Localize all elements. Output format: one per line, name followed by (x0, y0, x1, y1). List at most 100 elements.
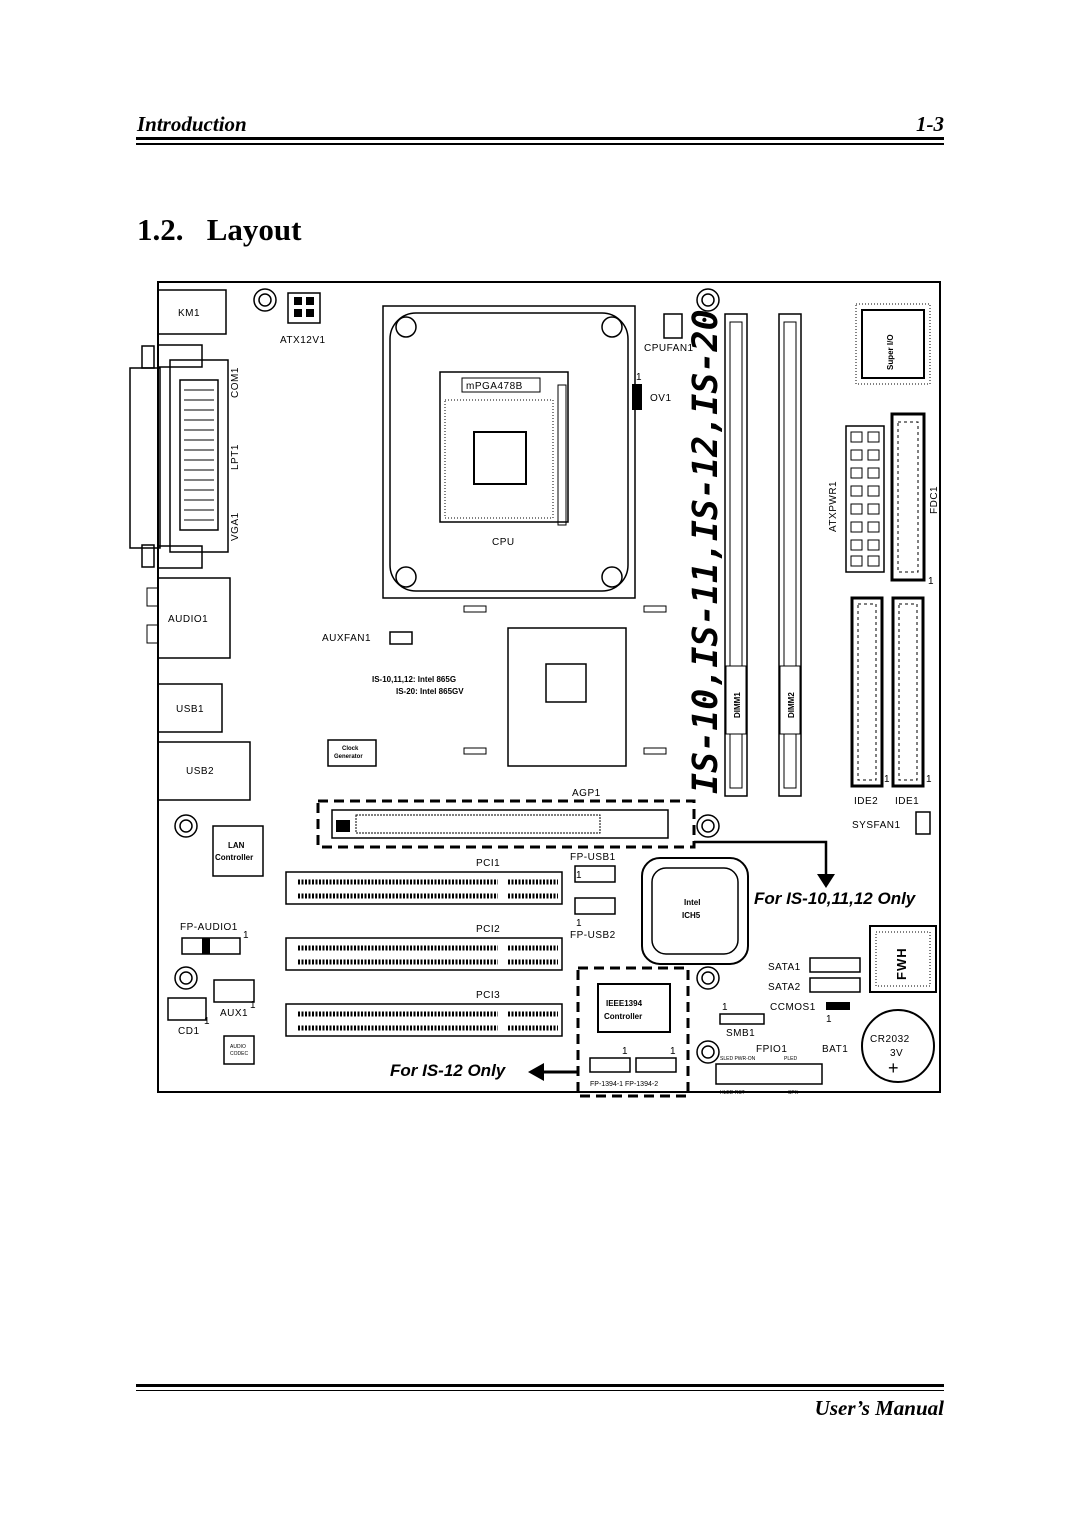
auxfan1-label: AUXFAN1 (322, 633, 371, 644)
aux1-label: AUX1 (220, 1008, 248, 1019)
cpu-retention-frame (382, 305, 636, 599)
svg-text:1: 1 (243, 930, 249, 941)
svg-text:1: 1 (204, 1016, 210, 1027)
svg-text:1: 1 (622, 1046, 628, 1057)
cpufan1-label: CPUFAN1 (644, 343, 694, 354)
cpufan1-header (663, 313, 683, 339)
audio1-label: AUDIO1 (168, 614, 208, 625)
pci3-label: PCI3 (476, 990, 500, 1001)
svg-text:1: 1 (928, 576, 934, 587)
agp-highlight (316, 799, 696, 849)
aux1-connector (213, 979, 255, 1003)
cd1-label: CD1 (178, 1026, 200, 1037)
fwh-chip (869, 925, 937, 993)
ov1-jumper (632, 384, 642, 410)
svg-text:Generator: Generator (334, 754, 363, 760)
ide1-label: IDE1 (895, 796, 919, 807)
atx12v1-connector (287, 292, 321, 324)
svg-text:HLED RST: HLED RST (720, 1090, 745, 1096)
nb-label-1: IS-10,11,12: Intel 865G (372, 675, 456, 684)
fpusb2-label: FP-USB2 (570, 930, 616, 941)
lan-label: LAN (228, 841, 245, 850)
footer-rule (136, 1384, 944, 1387)
svg-text:CR2032: CR2032 (870, 1034, 910, 1045)
pci-slots (285, 871, 563, 1037)
sata1-label: SATA1 (768, 962, 801, 973)
audio1-connector (157, 577, 231, 659)
svg-text:1: 1 (722, 1002, 728, 1013)
svg-text:3V: 3V (890, 1048, 903, 1059)
fpaudio1-label: FP-AUDIO1 (180, 922, 238, 933)
dimm1-label: DIMM1 (733, 692, 742, 718)
sata2-label: SATA2 (768, 982, 801, 993)
svg-text:1: 1 (826, 1014, 832, 1025)
pci2-label: PCI2 (476, 924, 500, 935)
sysfan1-label: SYSFAN1 (852, 820, 901, 831)
km1-connector (157, 289, 227, 335)
rear-io-ports (129, 344, 229, 569)
dimm2-slot (778, 313, 802, 797)
svg-text:1: 1 (636, 372, 642, 383)
agp1-label: AGP1 (572, 788, 601, 799)
smb1-header (719, 1013, 765, 1025)
header-rule (136, 137, 944, 140)
model-banner: IS-10,IS-11,IS-12,IS-20 (686, 309, 726, 794)
super-io-chip (861, 309, 925, 379)
ide1-connector (891, 596, 925, 788)
ieee1394-highlight (576, 966, 690, 1098)
km1-label: KM1 (178, 308, 200, 319)
svg-text:AUDIO: AUDIO (230, 1044, 246, 1050)
usb2-connector (157, 741, 251, 801)
super-io-label: Super I/O (886, 334, 895, 370)
cpu-socket (439, 371, 569, 523)
footer-rule-thin (136, 1390, 944, 1391)
svg-text:1: 1 (576, 918, 582, 929)
sata2-connector (809, 977, 861, 993)
lpt1-label: LPT1 (230, 444, 241, 470)
fpio1-label: FPIO1 (756, 1044, 787, 1055)
svg-text:Controller: Controller (604, 1012, 642, 1021)
svg-text:FWH: FWH (894, 947, 909, 980)
for-is10-label: For IS-10,11,12 Only (754, 889, 917, 908)
svg-text:1: 1 (670, 1046, 676, 1057)
svg-text:CODEC: CODEC (230, 1051, 248, 1057)
north-bridge-chip (507, 627, 627, 767)
usb2-label: USB2 (186, 766, 214, 777)
fdc1-label: FDC1 (929, 486, 940, 514)
atx12v1-label: ATX12V1 (280, 335, 326, 346)
svg-text:1: 1 (926, 774, 932, 785)
svg-text:+: + (888, 1058, 899, 1078)
header-section: Introduction (137, 112, 247, 136)
fpusb1-label: FP-USB1 (570, 852, 616, 863)
agp1-slot (331, 809, 669, 839)
cpu-label: CPU (492, 537, 515, 548)
vga1-label: VGA1 (230, 512, 241, 541)
nb-label-2: IS-20: Intel 865GV (396, 687, 464, 696)
svg-text:SPK: SPK (788, 1090, 799, 1096)
com1-label: COM1 (230, 367, 241, 398)
smb1-label: SMB1 (726, 1028, 755, 1039)
lan-controller-label: Controller (215, 853, 253, 862)
sata1-connector (809, 957, 861, 973)
usb1-connector (157, 683, 223, 733)
svg-text:1: 1 (250, 1000, 256, 1011)
ide2-label: IDE2 (854, 796, 878, 807)
svg-text:SLED PWR-ON: SLED PWR-ON (720, 1056, 756, 1062)
cd1-connector (167, 997, 207, 1021)
svg-text:1: 1 (884, 774, 890, 785)
section-title: 1.2. Layout (137, 212, 302, 247)
ccmos1-jumper (826, 1002, 850, 1010)
svg-text:ICH5: ICH5 (682, 911, 701, 920)
ich5-chip (641, 857, 749, 965)
fpaudio1-header (181, 937, 241, 955)
footer-manual-label: User’s Manual (814, 1396, 944, 1420)
svg-text:Clock: Clock (342, 746, 359, 752)
usb1-label: USB1 (176, 704, 204, 715)
fpusb2-header (574, 897, 616, 915)
svg-text:1: 1 (576, 870, 582, 881)
bat1-battery (861, 1009, 935, 1083)
svg-text:FP-1394-1 FP-1394-2: FP-1394-1 FP-1394-2 (590, 1081, 658, 1088)
svg-text:IEEE1394: IEEE1394 (606, 999, 643, 1008)
ieee1394-chip (597, 983, 671, 1033)
